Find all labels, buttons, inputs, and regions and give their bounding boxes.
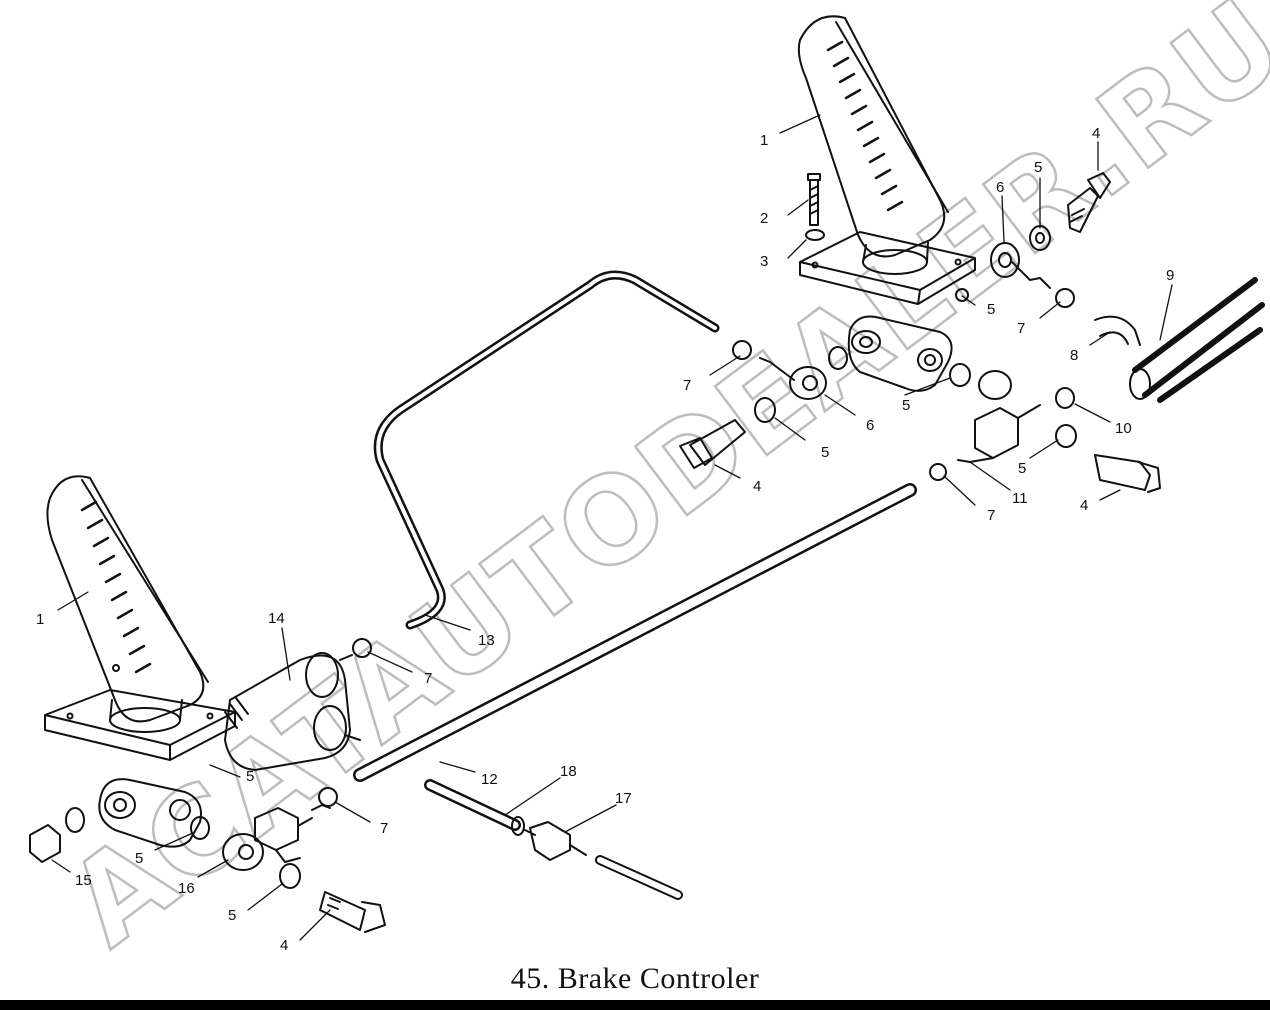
callout-5-mid: 5 [821,444,829,461]
washer-5-mid-right [949,363,971,387]
callout-4-bottom: 4 [280,937,288,954]
mid-fittings [679,340,848,469]
callout-12: 12 [481,771,498,788]
leader-lines [51,114,1173,941]
washer-10 [1055,387,1075,409]
callout-6-top: 6 [996,179,1004,196]
callout-9: 9 [1166,267,1174,284]
callout-13: 13 [478,632,495,649]
callout-5-mid-right: 5 [902,397,910,414]
washer-3 [805,229,825,241]
diagram-caption: 45. Brake Controler [510,962,760,995]
callout-4-right: 4 [1080,497,1088,514]
tee-11 [957,404,1041,463]
banjo-16 [222,833,264,871]
callout-7-left: 7 [424,670,432,687]
callout-8: 8 [1070,347,1078,364]
callout-18: 18 [560,763,577,780]
hose-9 [1132,277,1265,403]
callout-7-bottom: 7 [380,820,388,837]
clamp-7-right [1055,288,1075,308]
callout-1-right: 1 [760,132,768,149]
bolt-4-right [1094,454,1161,493]
clamp-7-tee [929,463,947,481]
clamp-7-mid [732,340,752,360]
left-pedal-assembly [29,475,386,933]
left-valve-body [98,778,202,848]
callout-14: 14 [268,610,285,627]
callout-11: 11 [1012,490,1028,507]
washer-5-bottom [279,863,301,889]
plug-15 [29,824,61,863]
callout-5-plate: 5 [987,301,995,318]
washer-5-left [190,816,210,840]
fitting-17 [524,821,587,861]
washer-5-mid [754,397,776,423]
right-pedal-pad [797,15,946,258]
hose-18-group [424,779,683,900]
watermark: ACATAUTODEALER.RU [44,0,1270,972]
right-pedal-ribs [826,40,904,212]
screw-2 [807,173,821,226]
right-pedal-assembly [797,15,1265,493]
callout-5-top: 5 [1034,159,1042,176]
callout-3: 3 [760,253,768,270]
callout-17: 17 [615,790,632,807]
callout-4-top: 4 [1092,125,1100,142]
clamp-7-left [352,638,372,658]
tee-16-block [254,807,313,863]
banjo-tee [978,370,1012,400]
clamp-7-bottom [318,787,338,807]
bolt-4-bottom [319,891,386,933]
callout-2: 2 [760,210,768,227]
callout-5-left: 5 [135,850,143,867]
callout-7-mid: 7 [683,377,691,394]
callouts: 1 2 3 4 5 6 5 7 8 9 7 6 5 5 4 10 5 11 4 … [36,125,1174,954]
washer-5-tee [1055,424,1077,448]
left-pedal-ribs [80,500,152,674]
callout-5-tee: 5 [1018,460,1026,477]
bottom-border [0,1000,1270,1010]
bolt-4-top [1067,172,1111,233]
callout-10: 10 [1115,420,1132,437]
right-valve-body [847,315,953,392]
banjo-6-mid [789,366,827,400]
master-cylinder-14 [224,654,351,771]
callout-15: 15 [75,872,92,889]
callout-16: 16 [178,880,195,897]
callout-1-left: 1 [36,611,44,628]
bolt-4-mid [679,419,746,469]
callout-5-left-valve: 5 [246,768,254,785]
callout-5-bottom: 5 [228,907,236,924]
callout-4-mid: 4 [753,478,761,495]
right-base-plate [799,231,976,305]
hose-8 [1094,315,1141,346]
callout-7-tee: 7 [987,507,995,524]
banjo-6-top [990,242,1020,278]
callout-7-right: 7 [1017,320,1025,337]
washer-5-plug [65,807,85,833]
callout-6-mid: 6 [866,417,874,434]
left-pedal-pad [46,475,205,723]
washer-5-mid-upper [828,346,848,370]
